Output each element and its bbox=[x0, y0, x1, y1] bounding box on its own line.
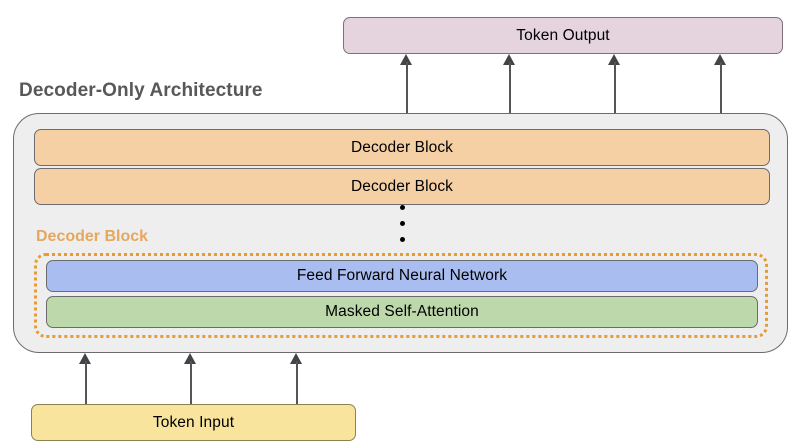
ellipsis-dot bbox=[399, 205, 405, 210]
arrow-shaft bbox=[613, 62, 616, 114]
input-arrow-2 bbox=[184, 353, 197, 405]
arrow-shaft bbox=[295, 361, 298, 405]
arrow-shaft bbox=[719, 62, 722, 114]
output-arrow-2 bbox=[503, 54, 516, 114]
output-arrow-4 bbox=[714, 54, 727, 114]
feed-forward-block: Feed Forward Neural Network bbox=[46, 260, 758, 292]
ellipsis-dot bbox=[399, 237, 405, 242]
masked-self-attention-block: Masked Self-Attention bbox=[46, 296, 758, 328]
arrow-head-icon bbox=[714, 54, 726, 65]
page-title: Decoder-Only Architecture bbox=[19, 80, 263, 101]
output-arrow-1 bbox=[400, 54, 413, 114]
arrow-shaft bbox=[189, 361, 192, 405]
arrow-shaft bbox=[508, 62, 511, 114]
arrow-head-icon bbox=[79, 353, 91, 364]
detail-block-region bbox=[34, 253, 768, 338]
input-arrow-1 bbox=[79, 353, 92, 405]
decoder-block-2: Decoder Block bbox=[34, 168, 770, 205]
vertical-ellipsis-icon bbox=[398, 205, 406, 245]
arrow-shaft bbox=[405, 62, 408, 114]
arrow-shaft bbox=[84, 361, 87, 405]
token-output-box: Token Output bbox=[343, 17, 783, 54]
arrow-head-icon bbox=[400, 54, 412, 65]
decoder-block-1: Decoder Block bbox=[34, 129, 770, 166]
ellipsis-dot bbox=[399, 221, 405, 226]
output-arrow-3 bbox=[608, 54, 621, 114]
arrow-head-icon bbox=[608, 54, 620, 65]
input-arrow-3 bbox=[290, 353, 303, 405]
arrow-head-icon bbox=[290, 353, 302, 364]
arrow-head-icon bbox=[184, 353, 196, 364]
detail-block-label: Decoder Block bbox=[36, 228, 149, 245]
token-input-box: Token Input bbox=[31, 404, 356, 441]
arrow-head-icon bbox=[503, 54, 515, 65]
